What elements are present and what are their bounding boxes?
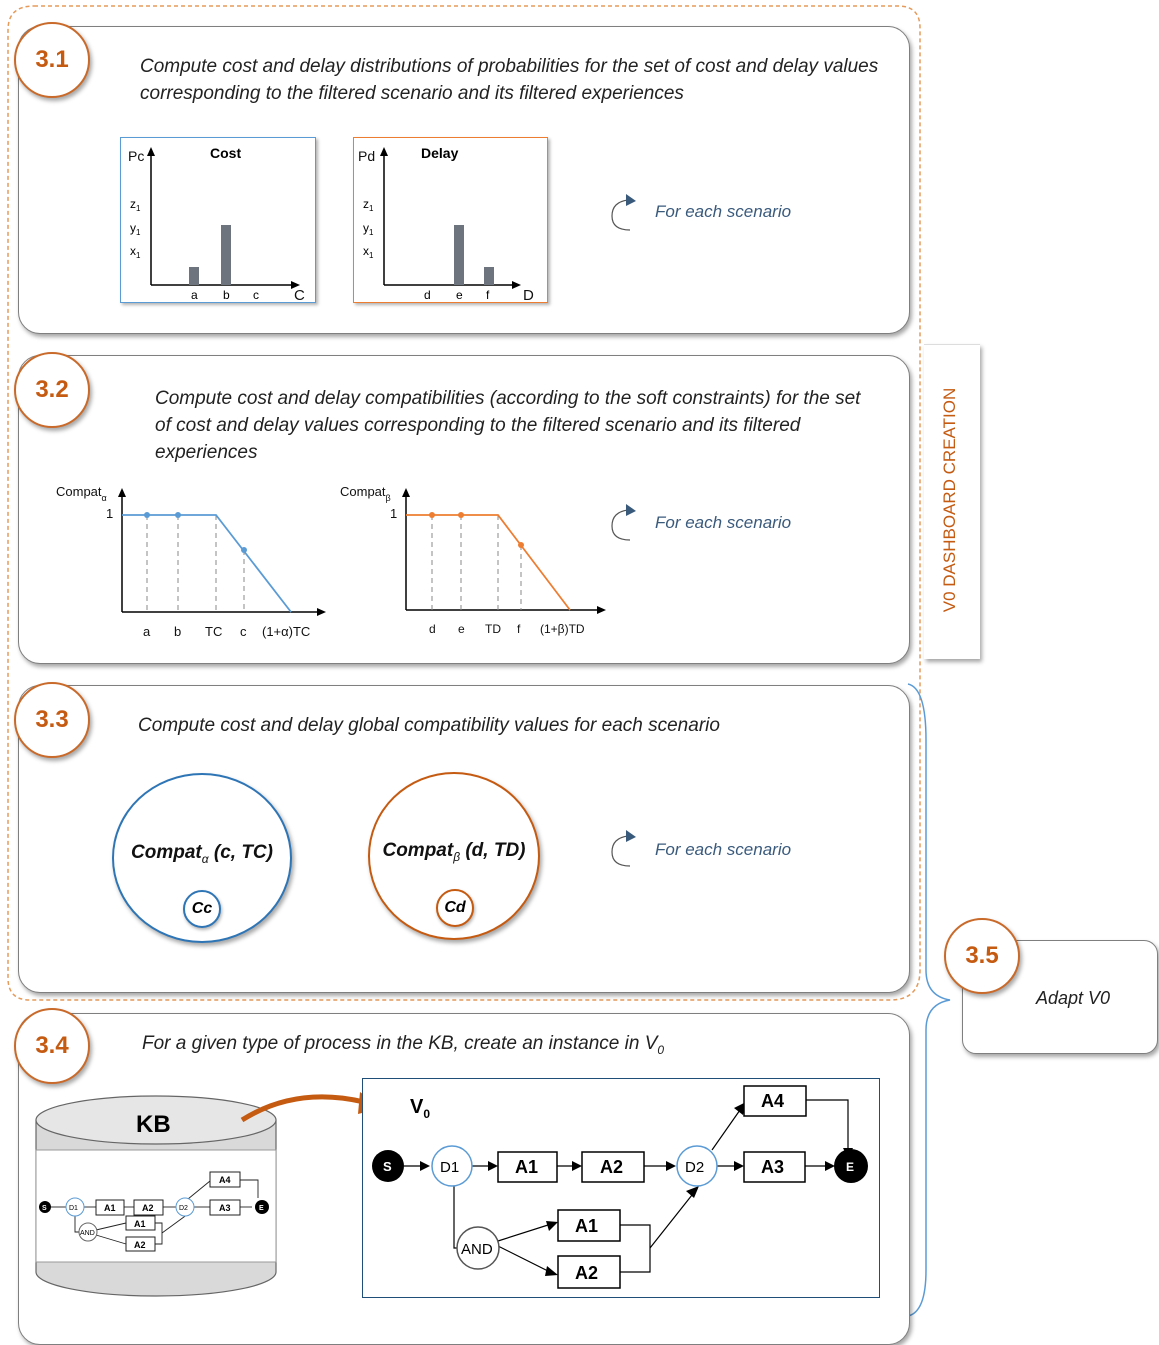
compat-beta-tick-f: f: [517, 622, 521, 636]
v0-a3: A3: [761, 1157, 784, 1177]
step-3-5-badge: 3.5: [944, 918, 1020, 994]
loop-label: For each scenario: [655, 513, 792, 532]
compat-beta-tick-td: TD: [485, 622, 501, 636]
compat-alpha-tick-max: (1+α)TC: [262, 624, 310, 639]
loop-icon: [611, 194, 636, 231]
step-3-1-text: Compute cost and delay distributions of …: [140, 56, 879, 104]
v0-start: S: [383, 1159, 392, 1174]
step-3-5-text: Adapt V0: [1036, 988, 1111, 1008]
loop-icon: [611, 504, 636, 541]
kb-start: S: [42, 1205, 47, 1212]
kb-a1: A1: [104, 1203, 116, 1213]
cost-title: Cost: [210, 145, 241, 161]
compat-alpha-tick-b: b: [174, 624, 181, 639]
loop-icon: [611, 830, 636, 867]
v0-and: AND: [461, 1241, 493, 1258]
delay-x-tick: f: [486, 288, 490, 302]
global-compat-alpha-label: Compatα (c, TC): [131, 842, 273, 866]
v0-d2: D2: [685, 1159, 704, 1176]
cost-y-axis-label: Pc: [128, 148, 144, 164]
step-3-2-badge: 3.2: [14, 352, 90, 428]
cost-bar: [221, 225, 231, 285]
compat-beta-y-label: Compatβ: [340, 484, 391, 503]
step-3-3-badge: 3.3: [14, 682, 90, 758]
cost-x-ticks: a b c: [191, 288, 259, 302]
step-3-3-text: Compute cost and delay global compatibil…: [138, 715, 720, 736]
cost-x-axis-label: C: [294, 287, 305, 303]
compat-alpha-y-label: Compatα: [56, 484, 107, 503]
compat-alpha-tick-a: a: [143, 624, 151, 639]
cost-x-tick: c: [253, 288, 259, 302]
kb-d2: D2: [179, 1205, 188, 1212]
delay-x-tick: e: [456, 288, 463, 302]
global-compat-beta-result: Cd: [436, 889, 474, 927]
kb-d1: D1: [69, 1205, 78, 1212]
delay-y-tick: z1: [363, 197, 374, 213]
delay-bar: [484, 267, 494, 285]
adapt-brace: [907, 683, 951, 1317]
dashboard-creation-label-box: [924, 344, 980, 659]
kb-a2b: A2: [134, 1240, 146, 1250]
step-3-4-badge: 3.4: [14, 1008, 90, 1084]
compat-alpha-one: 1: [106, 506, 113, 521]
delay-chart-frame: [353, 137, 548, 303]
loop-label: For each scenario: [655, 840, 792, 859]
delay-y-axis-label: Pd: [358, 148, 375, 164]
kb-a3: A3: [219, 1203, 231, 1213]
compat-beta-one: 1: [390, 506, 397, 521]
kb-a1b: A1: [134, 1219, 146, 1229]
cost-chart: Pc Cost C z1 y1 x1 a b c: [128, 145, 305, 303]
cost-y-tick: z1: [130, 197, 141, 213]
delay-bars: [454, 225, 494, 285]
step-3-4-text: For a given type of process in the KB, c…: [142, 1033, 665, 1057]
v0-a2: A2: [600, 1157, 623, 1177]
v0-a1: A1: [515, 1157, 538, 1177]
compat-beta-tick-max: (1+β)TD: [540, 622, 585, 636]
cost-chart-frame: [120, 137, 316, 303]
kb-database: KB S D1 A1 A2 D2 A3 A4 E AND A1 A2: [35, 1095, 277, 1297]
delay-x-ticks: d e f: [424, 288, 490, 302]
cost-x-tick: a: [191, 288, 198, 302]
kb-and: AND: [80, 1230, 95, 1237]
delay-y-tick: y1: [363, 221, 374, 237]
kb-a2: A2: [142, 1203, 154, 1213]
v0-d1: D1: [440, 1159, 459, 1176]
cost-y-tick: x1: [130, 244, 141, 260]
compat-alpha-tick-tc: TC: [205, 624, 222, 639]
delay-chart: Pd Delay D z1 y1 x1 d e f: [358, 145, 534, 303]
kb-label: KB: [136, 1111, 171, 1138]
cost-bars: [189, 225, 231, 285]
global-compat-alpha-result: Cc: [183, 890, 221, 928]
global-compat-beta-label: Compatβ (d, TD): [382, 840, 526, 864]
compat-beta-tick-e: e: [458, 622, 465, 636]
v0-end: E: [846, 1160, 854, 1174]
v0-process-diagram: S D1 A1 A2 D2 A3 A4 E AND A1 A2: [372, 1085, 868, 1289]
delay-y-tick: x1: [363, 244, 374, 260]
cost-y-ticks: z1 y1 x1: [130, 197, 141, 260]
cost-x-tick: b: [223, 288, 230, 302]
compat-beta-tick-d: d: [429, 622, 436, 636]
kb-a4: A4: [219, 1175, 231, 1185]
step-3-1-badge: 3.1: [14, 22, 90, 98]
delay-x-axis-label: D: [523, 287, 534, 303]
compat-beta-chart: Compatβ 1 d e TD f (1+β)TD: [340, 484, 606, 636]
delay-x-tick: d: [424, 288, 431, 302]
v0-a2b: A2: [575, 1263, 598, 1283]
v0-a4: A4: [761, 1091, 784, 1111]
v0-label: V0: [410, 1096, 431, 1121]
dashboard-creation-label: V0 DASHBOARD CREATION: [940, 387, 959, 613]
kb-end: E: [259, 1205, 264, 1212]
delay-y-ticks: z1 y1 x1: [363, 197, 374, 260]
compat-alpha-tick-c: c: [240, 624, 247, 639]
cost-bar: [189, 267, 199, 285]
delay-bar: [454, 225, 464, 285]
cost-y-tick: y1: [130, 221, 141, 237]
loop-label: For each scenario: [655, 202, 792, 221]
v0-a1b: A1: [575, 1216, 598, 1236]
step-3-2-text: Compute cost and delay compatibilities (…: [155, 388, 861, 463]
compat-alpha-chart: Compatα 1 a b TC c (1+α)TC: [56, 484, 326, 639]
delay-title: Delay: [421, 145, 459, 161]
